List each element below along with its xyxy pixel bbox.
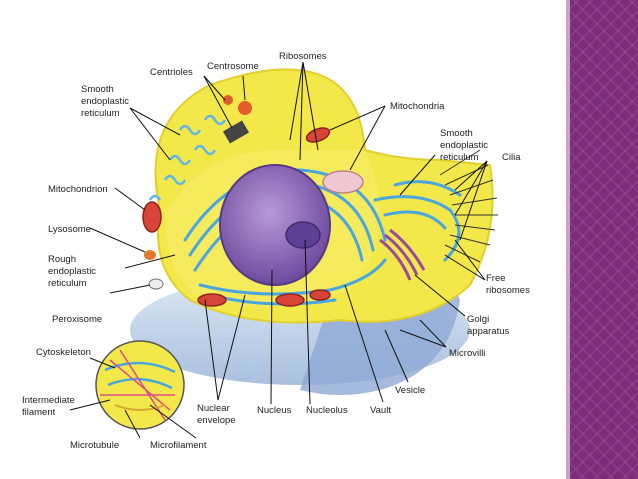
label-nuclear-envelope-1: Nuclear	[197, 403, 230, 414]
golgi-shape	[379, 228, 426, 281]
label-peroxisome: Peroxisome	[52, 314, 102, 325]
label-smooth-er-right-2: endoplastic	[440, 140, 488, 151]
vesicle-shape	[322, 170, 364, 194]
labels: Centrioles Centrosome Ribosomes Smooth e…	[22, 51, 530, 451]
leader-lines	[69, 61, 488, 439]
label-smooth-er-left-3: reticulum	[81, 108, 120, 119]
label-nucleus: Nucleus	[257, 405, 292, 416]
label-centrioles: Centrioles	[150, 67, 193, 78]
decorative-side-panel	[566, 0, 638, 479]
label-golgi-2: apparatus	[467, 326, 510, 337]
label-smooth-er-left-1: Smooth	[81, 84, 114, 95]
nucleus-group	[219, 164, 331, 286]
label-rough-er-3: reticulum	[48, 278, 87, 289]
label-ribosomes: Ribosomes	[279, 51, 327, 62]
smooth-er-left	[148, 114, 227, 201]
centrosome-shape	[238, 101, 252, 115]
label-intermediate-filament-2: filament	[22, 407, 56, 418]
label-intermediate-filament-1: Intermediate	[22, 395, 75, 406]
label-mitochondria: Mitochondria	[390, 101, 445, 112]
label-vault: Vault	[370, 405, 391, 416]
label-smooth-er-left-2: endoplastic	[81, 96, 129, 107]
centrosome-shape-2	[223, 95, 233, 105]
label-lysosome: Lysosome	[48, 224, 91, 235]
cytoskeleton-inset	[95, 340, 185, 430]
label-rough-er-1: Rough	[48, 254, 76, 265]
label-rough-er-2: endoplastic	[48, 266, 96, 277]
side-panel-fill	[570, 0, 638, 479]
cilia-shapes	[439, 149, 498, 263]
label-microvilli: Microvilli	[449, 348, 485, 359]
label-golgi-1: Golgi	[467, 314, 489, 325]
centrioles-shape	[222, 120, 250, 144]
mitochondria-shapes	[142, 127, 331, 307]
label-free-ribosomes-1: Free	[486, 273, 506, 284]
label-nuclear-envelope-2: envelope	[197, 415, 236, 426]
label-cytoskeleton: Cytoskeleton	[36, 347, 91, 358]
label-centrosome: Centrosome	[207, 61, 259, 72]
lysosome-shape	[144, 250, 156, 260]
peroxisome-shape	[148, 278, 164, 290]
nucleolus-shape	[285, 221, 321, 249]
cell-diagram: Centrioles Centrosome Ribosomes Smooth e…	[22, 51, 530, 451]
side-panel-border	[566, 0, 570, 479]
nucleus-shape	[219, 164, 331, 286]
label-smooth-er-right-3: reticulum	[440, 152, 479, 163]
label-vesicle: Vesicle	[395, 385, 425, 396]
label-mitochondrion: Mitochondrion	[48, 184, 108, 195]
label-microfilament: Microfilament	[150, 440, 207, 451]
label-smooth-er-right-1: Smooth	[440, 128, 473, 139]
label-cilia: Cilia	[502, 152, 521, 163]
label-nucleolus: Nucleolus	[306, 405, 348, 416]
label-microtubule: Microtubule	[70, 440, 119, 451]
label-free-ribosomes-2: ribosomes	[486, 285, 530, 296]
